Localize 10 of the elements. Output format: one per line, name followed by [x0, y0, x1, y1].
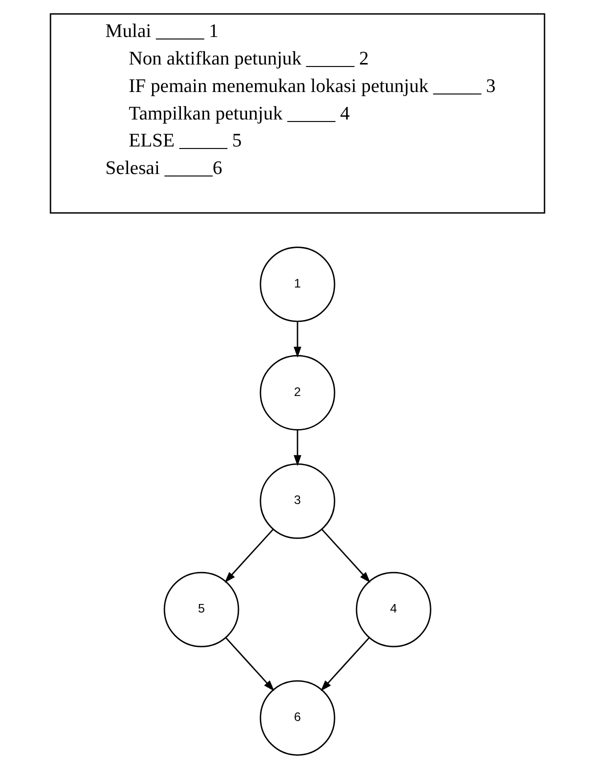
arrow	[224, 528, 274, 583]
node-circle: 2	[260, 355, 336, 430]
arrow	[294, 430, 302, 466]
node-circle: 3	[260, 463, 336, 539]
node-box: Mulai _____ 1 Non aktifkan petunjuk _____ 2 IF pemain menemukan lokasi petunjuk _____ 3 Tampilkan petunjuk _____ 4 ELSE _____ 5 Selesai _____6	[50, 13, 546, 214]
node-circle: 1	[260, 246, 336, 322]
arrow	[225, 637, 274, 692]
arrow	[321, 528, 370, 583]
arrow	[320, 637, 370, 692]
arrow	[294, 321, 302, 358]
